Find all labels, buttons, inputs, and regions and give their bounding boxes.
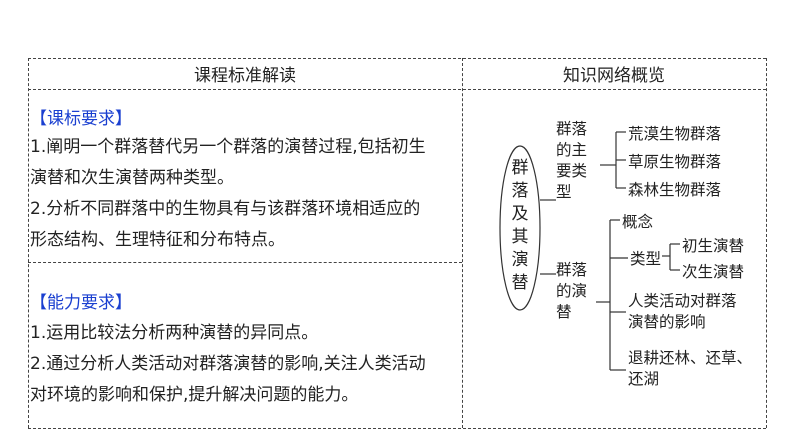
curriculum-line: 1.阐明一个群落替代另一个群落的演替过程,包括初生 xyxy=(30,137,426,157)
ability-requirements-title: 【能力要求】 xyxy=(30,293,132,313)
human-activity-node: 人类活动对群落 演替的影响 xyxy=(628,291,737,333)
table-left-border xyxy=(28,58,29,428)
ability-requirements-text: 1.运用比较法分析两种演替的异同点。 2.通过分析人类活动对群落演替的影响,关注… xyxy=(30,318,460,411)
curriculum-requirements-text: 1.阐明一个群落替代另一个群落的演替过程,包括初生 演替和次生演替两种类型。 2… xyxy=(30,132,460,256)
concept-node: 概念 xyxy=(622,213,654,231)
standards-table: 课程标准解读 知识网络概览 【课标要求】 1.阐明一个群落替代另一个群落的演替过… xyxy=(28,58,767,429)
root-ellipse xyxy=(499,145,541,311)
map-connectors xyxy=(499,131,680,371)
root-char: 群 xyxy=(511,158,529,178)
succession-branch: 群落的演替 xyxy=(556,261,588,321)
table-bottom-border xyxy=(28,428,766,429)
types-node: 类型 xyxy=(630,250,662,268)
restoration-line: 还湖 xyxy=(628,370,660,388)
left-column-header: 课程标准解读 xyxy=(194,66,296,86)
secondary-succession: 次生演替 xyxy=(682,263,745,281)
community-types-branch: 群落的主要类型 xyxy=(556,120,588,201)
header-divider xyxy=(28,89,766,90)
root-char: 及 xyxy=(511,204,529,224)
left-section-divider xyxy=(28,262,462,263)
table-top-border xyxy=(28,58,766,59)
ability-line: 对环境的影响和保护,提升解决问题的能力。 xyxy=(30,385,359,405)
forest-community: 森林生物群落 xyxy=(628,181,722,199)
ability-line: 2.通过分析人类活动对群落演替的影响,关注人类活动 xyxy=(30,354,426,374)
table-right-border xyxy=(766,58,767,428)
knowledge-network-map: 群 落 及 其 演 替 群落的主要类型 荒漠生物群落 草原生物群落 森林生物群落… xyxy=(490,90,766,428)
column-divider xyxy=(462,58,463,428)
ability-line: 1.运用比较法分析两种演替的异同点。 xyxy=(30,323,319,343)
root-char: 演 xyxy=(511,250,529,270)
restoration-line: 退耕还林、还草、 xyxy=(628,349,753,367)
curriculum-line: 演替和次生演替两种类型。 xyxy=(30,168,234,188)
root-char: 替 xyxy=(511,273,529,293)
grassland-community: 草原生物群落 xyxy=(628,153,722,171)
human-activity-line: 演替的影响 xyxy=(628,313,706,331)
human-activity-line: 人类活动对群落 xyxy=(628,292,737,310)
curriculum-requirements-title: 【课标要求】 xyxy=(30,109,132,129)
restoration-node: 退耕还林、还草、 还湖 xyxy=(628,348,752,390)
root-topic: 群 落 及 其 演 替 xyxy=(509,157,531,295)
curriculum-line: 2.分析不同群落中的生物具有与该群落环境相适应的 xyxy=(30,199,421,219)
root-char: 落 xyxy=(511,181,529,201)
right-column-header: 知识网络概览 xyxy=(563,66,665,86)
root-char: 其 xyxy=(511,227,529,247)
primary-succession: 初生演替 xyxy=(682,237,745,255)
curriculum-line: 形态结构、生理特征和分布特点。 xyxy=(30,230,285,250)
desert-community: 荒漠生物群落 xyxy=(628,125,722,143)
